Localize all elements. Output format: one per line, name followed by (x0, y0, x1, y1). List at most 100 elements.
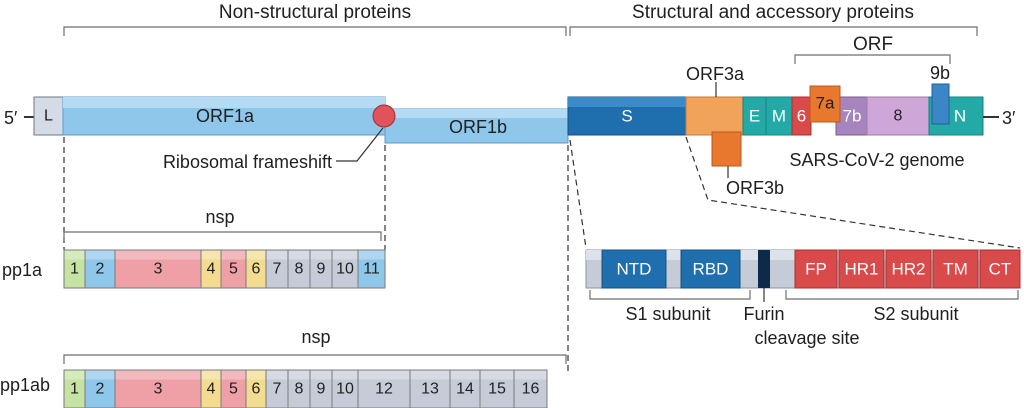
orf7a-gene (809, 85, 841, 123)
rbd-domain (680, 249, 741, 289)
orf1b-label: ORF1b (449, 117, 507, 137)
pp1ab-nsp-label: 16 (522, 381, 540, 398)
pp1a-nsp-label: 7 (273, 261, 282, 278)
s1-label: S1 subunit (625, 304, 710, 324)
fp-label: FP (805, 260, 827, 279)
pp1ab-nsp-segment-highlight (310, 370, 332, 380)
orf6-label: 6 (797, 107, 806, 126)
pp1ab-nsp-label: 2 (96, 381, 105, 398)
ct-label: CT (989, 260, 1012, 279)
pp1ab-nsp-label: 1 (70, 381, 79, 398)
pp1ab-nsp-segment-highlight (266, 370, 288, 380)
pp1ab-nsp-label: 5 (229, 381, 238, 398)
pp1a-nsp-label: 10 (336, 261, 354, 278)
orf9b-label: 9b (930, 63, 950, 83)
orf9b-gene (931, 83, 950, 125)
frameshift-marker (372, 104, 396, 128)
five-prime-label: 5′ (4, 108, 18, 128)
nonstructural-heading: Non-structural proteins (219, 2, 411, 23)
orf8-gene (866, 96, 930, 136)
pp1a-nsp-segment (114, 249, 202, 289)
pp1ab-nsp-label: 13 (421, 381, 439, 398)
pp1a-nsp-segment-highlight (64, 250, 85, 260)
pp1a-nsp-label: 1 (70, 261, 79, 278)
pp1ab-nsp-segment-highlight (332, 370, 358, 380)
orf-bracket-label: ORF (853, 34, 893, 55)
pp1ab-nsp-label: 3 (154, 381, 163, 398)
pp1ab-nsp-segment (513, 369, 548, 408)
furin-label-line2: cleavage site (754, 328, 859, 348)
orf3b-gene (711, 131, 742, 167)
m-gene-label: M (772, 107, 786, 126)
pp1a-nsp-segment-highlight (221, 250, 246, 260)
pp1a-nsp-segment (357, 249, 386, 289)
pp1ab-nsp-segment-highlight (288, 370, 310, 380)
fp-domain (794, 249, 838, 289)
pp1a-nsp-segment-highlight (115, 250, 201, 260)
pp1a-nsp-segment-highlight (85, 250, 115, 260)
pp1ab-nsp-label: 12 (375, 381, 393, 398)
pp1a-nsp-segment-highlight (201, 250, 221, 260)
pp1a-nsp-label: 2 (96, 261, 105, 278)
pp1ab-nsp-segment-highlight (410, 370, 450, 380)
pp1a-nsp-label: 3 (154, 261, 163, 278)
frameshift-leader-line (336, 127, 384, 162)
orf7b-label: 7b (843, 107, 862, 126)
pp1ab-nsp-label: 8 (295, 381, 304, 398)
pp1ab-nsp-segment (84, 369, 116, 408)
pp1ab-nsp-label: 14 (456, 381, 474, 398)
genome-label: SARS-CoV-2 genome (789, 150, 964, 170)
orf3a-gene (685, 96, 744, 136)
s2-bracket (785, 290, 1019, 300)
pp1ab-nsp-label: 9 (317, 381, 326, 398)
s1-bracket (589, 290, 751, 300)
pp1a-nsp-segment-highlight (246, 250, 266, 260)
pp1ab-nsp-segment-highlight (64, 370, 85, 380)
pp1ab-nsp-segment (449, 369, 481, 408)
pp1ab-nsp-label: 10 (336, 381, 354, 398)
pp1a-nsp-label: 8 (295, 261, 304, 278)
pp1a-nsp-bracket (63, 231, 382, 241)
orf7b-gene (835, 96, 868, 136)
pp1ab-label: pp1ab (0, 375, 50, 395)
tm-domain (932, 249, 979, 289)
spike-right-dash (685, 136, 1021, 249)
frameshift-label: Ribosomal frameshift (163, 152, 332, 172)
pp1ab-nsp-label: 15 (488, 381, 506, 398)
pp1a-nsp-label: 4 (207, 261, 216, 278)
orf1a-label: ORF1a (196, 106, 255, 126)
pp1a-nsp-segment-highlight (310, 250, 332, 260)
s2-label: S2 subunit (873, 304, 958, 324)
e-gene-label: E (749, 107, 760, 126)
structural-bracket (569, 26, 978, 36)
furin-cleavage-site (758, 250, 770, 288)
pp1a-nsp-segment-highlight (332, 250, 358, 260)
pp1ab-nsp-segment-highlight (201, 370, 221, 380)
pp1a-label: pp1a (2, 260, 43, 280)
structural-heading: Structural and accessory proteins (632, 2, 914, 23)
orf3a-label: ORF3a (686, 64, 745, 84)
pp1ab-nsp-segment-highlight (85, 370, 115, 380)
hr2-domain (885, 249, 932, 289)
orf1a-highlight (63, 97, 385, 108)
tm-label: TM (943, 260, 968, 279)
pp1a-nsp-segment (84, 249, 116, 289)
pp1ab-nsp-segment (409, 369, 451, 408)
pp1a-nsp-segment-highlight (288, 250, 310, 260)
pp1ab-nsp-segment-highlight (450, 370, 480, 380)
pp1ab-nsp-segment-highlight (246, 370, 266, 380)
furin-label-line1: Furin (743, 304, 784, 324)
pp1ab-nsp-label: 6 (252, 381, 261, 398)
pp1ab-nsp-bracket (63, 354, 567, 364)
pp1ab-nsp-segment-highlight (514, 370, 547, 380)
ntd-label: NTD (617, 260, 652, 279)
orf7a-label: 7a (816, 94, 835, 113)
orf-bracket (794, 54, 951, 64)
ct-domain (979, 249, 1021, 289)
m-gene (765, 96, 793, 136)
s-gene-highlight (568, 97, 686, 107)
